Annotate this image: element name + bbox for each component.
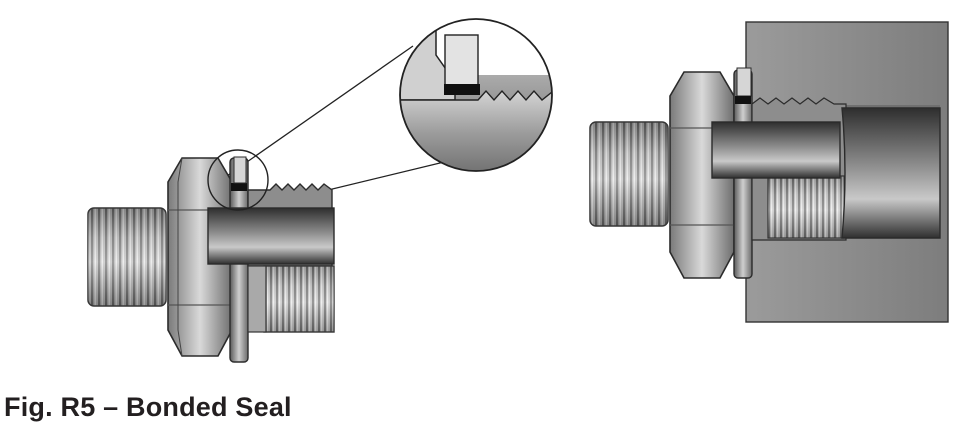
fitting-bore-installed (711, 121, 841, 179)
figure-caption: Fig. R5 – Bonded Seal (4, 392, 292, 422)
detail-circle (207, 149, 269, 211)
elastomer-seal-installed (735, 96, 751, 104)
seal-zoom-detail (399, 18, 553, 172)
seal-zoom-element (444, 84, 480, 95)
fitting-bore (207, 207, 335, 265)
elastomer-seal (231, 183, 247, 191)
fitting-before-installation (87, 45, 532, 363)
fitting-installed (589, 21, 949, 323)
